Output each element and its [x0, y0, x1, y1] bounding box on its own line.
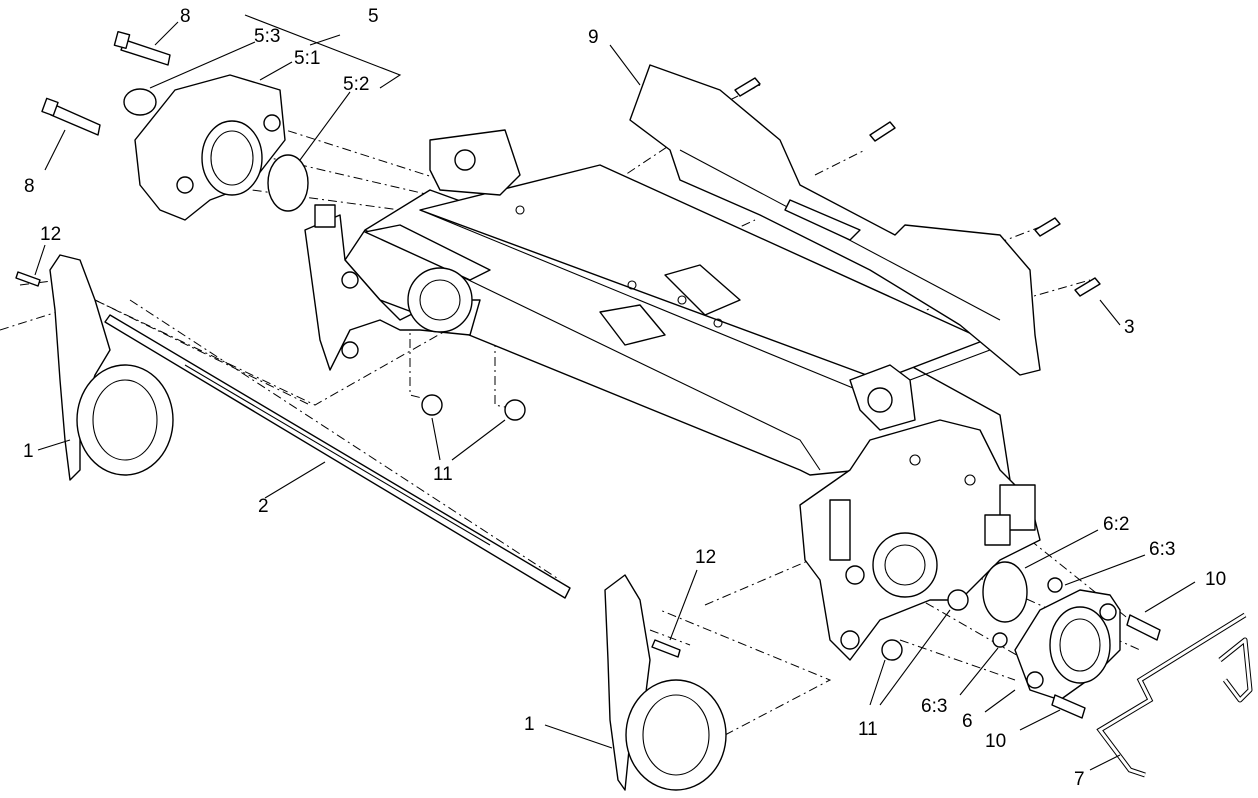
leader-lines — [34, 14, 1196, 771]
bolts-8 — [41, 30, 171, 136]
arm-left — [15, 254, 174, 481]
callout-5-2: 5:2 — [343, 74, 369, 95]
main-frame — [304, 129, 1041, 661]
callout-10-lower: 10 — [985, 731, 1006, 752]
callout-labels: 8 5:3 5 5:1 5:2 8 9 3 12 1 11 2 12 1 11 … — [23, 6, 1226, 790]
cap-5-3 — [123, 88, 157, 116]
callout-3: 3 — [1124, 317, 1135, 338]
callout-1-right: 1 — [524, 714, 535, 735]
callout-6-3-upper: 6:3 — [1149, 539, 1175, 560]
callout-6-2: 6:2 — [1103, 514, 1129, 535]
o-ring-5-2 — [267, 154, 309, 212]
arm-right — [604, 574, 727, 791]
nuts-11 — [421, 394, 969, 661]
callout-10-upper: 10 — [1205, 569, 1226, 590]
shaft-part — [104, 314, 571, 599]
callout-5-3: 5:3 — [254, 26, 280, 47]
callout-12-right: 12 — [695, 547, 716, 568]
callout-1-left: 1 — [23, 441, 34, 462]
callout-11-right: 11 — [858, 719, 878, 740]
callout-11-left: 11 — [433, 464, 453, 485]
shield-part — [629, 64, 1041, 376]
bolts-10 — [1051, 614, 1161, 719]
callout-8-top: 8 — [180, 6, 191, 27]
callout-6-3-lower: 6:3 — [921, 696, 947, 717]
callout-7: 7 — [1074, 769, 1085, 790]
callout-9: 9 — [588, 27, 599, 48]
wire-rod-part — [1096, 612, 1253, 778]
callout-2: 2 — [258, 496, 269, 517]
bolts-3 — [734, 77, 1101, 297]
flange-assembly — [982, 561, 1121, 701]
o-ring-6-2 — [982, 561, 1028, 623]
callout-8-left: 8 — [24, 176, 35, 197]
bearing-housing-assembly — [123, 74, 309, 221]
callout-5-1: 5:1 — [294, 48, 320, 69]
callout-5: 5 — [368, 6, 379, 27]
callout-12-left: 12 — [40, 224, 61, 245]
callout-6: 6 — [962, 711, 973, 732]
